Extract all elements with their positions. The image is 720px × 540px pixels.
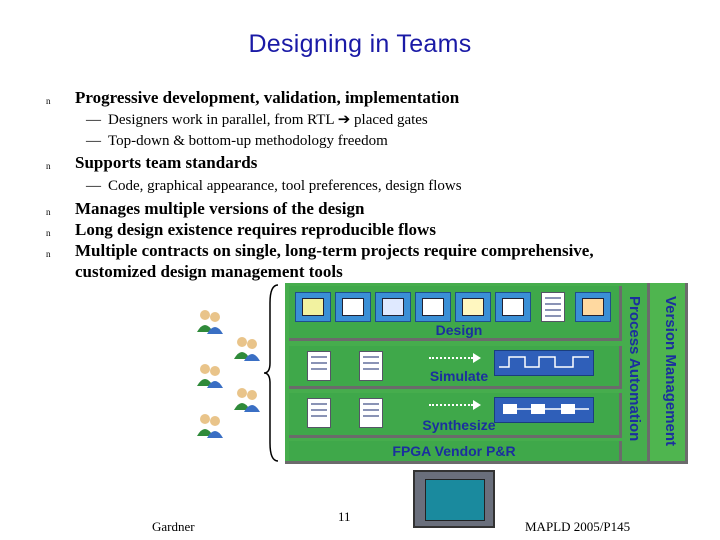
table-icon [375,292,411,322]
netlist-icon [494,397,594,423]
bullet-2: Supports team standards [75,153,258,172]
stage-label-design: Design [435,322,483,338]
team-member-icon [234,337,260,361]
bullet-5-continued: customized design management tools [75,262,343,281]
bullet-marker: n [46,249,51,259]
team-brace [263,284,279,462]
block-diagram-icon [335,292,371,322]
design-band: Design [289,286,622,341]
synthesize-band: Synthesize [289,393,622,438]
waveform-icon [494,350,594,376]
flow-arrow-head [473,400,481,410]
flowchart-icon [455,292,491,322]
testbench-document-icon [307,398,331,428]
bullet-3: Manages multiple versions of the design [75,199,365,218]
process-automation-label: Process Automation [626,296,643,442]
dash-marker: — [86,178,101,194]
page-number: 11 [338,509,351,524]
bullet-marker: n [46,207,51,217]
flow-arrow [429,357,473,359]
stage-label-fpga: FPGA Vendor P&R [392,443,516,459]
fpga-pr-band: FPGA Vendor P&R [289,441,622,464]
bullet-marker: n [46,161,51,171]
team-member-icon [197,310,223,334]
dash-marker: — [86,133,101,149]
sub-bullet-1-2: Top-down & bottom-up methodology freedom [108,133,388,149]
team-member-icon [197,364,223,388]
bullet-1: Progressive development, validation, imp… [75,88,460,107]
source-document-icon [359,398,383,428]
footer-author: Gardner [152,519,195,534]
stage-label-synthesize: Synthesize [422,417,496,433]
bullet-4: Long design existence requires reproduci… [75,220,436,239]
simulate-band: Simulate [289,346,622,389]
hierarchy-icon [495,292,531,322]
version-management-label: Version Management [662,296,679,447]
slide-title: Designing in Teams [248,30,472,58]
sub-bullet-2-1: Code, graphical appearance, tool prefere… [108,178,462,194]
testbench-document-icon [307,351,331,381]
footer-reference: MAPLD 2005/P145 [525,519,631,534]
stage-label-simulate: Simulate [429,368,489,384]
sub-bullet-1-1: Designers work in parallel, from RTL ➔ p… [108,112,428,128]
team-member-icon [234,388,260,412]
flow-arrow-head [473,353,481,363]
document-icon [541,292,565,322]
bullet-marker: n [46,228,51,238]
state-machine-icon [415,292,451,322]
fpga-chip-image [413,470,495,528]
schematic-icon [295,292,331,322]
source-document-icon [359,351,383,381]
flow-arrow [429,404,473,406]
team-member-icon [197,414,223,438]
dash-marker: — [86,112,101,128]
ip-block-icon [575,292,611,322]
bullet-5: Multiple contracts on single, long-term … [75,241,594,260]
bullet-marker: n [46,96,51,106]
